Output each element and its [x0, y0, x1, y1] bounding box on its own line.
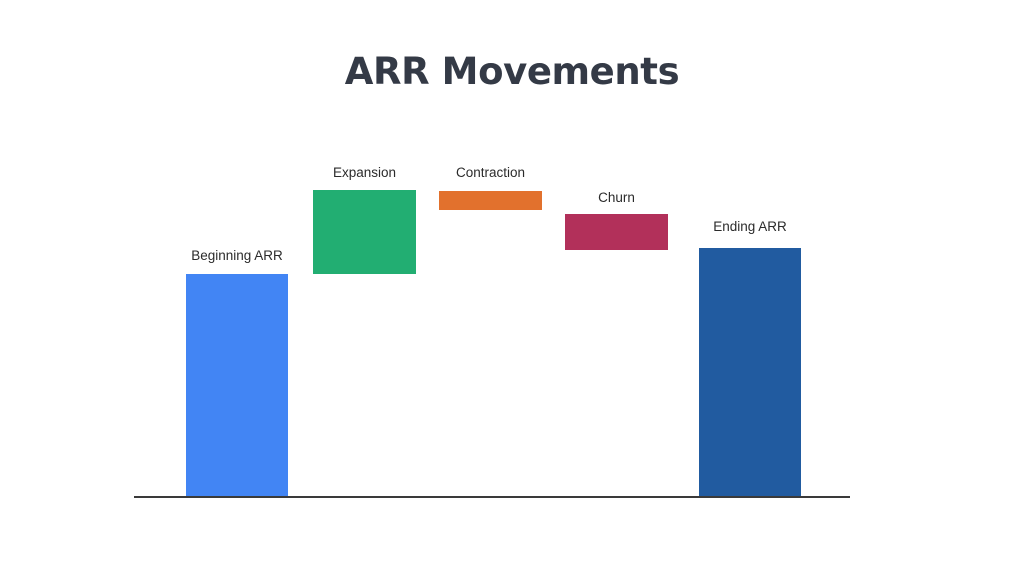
bar-label-churn: Churn [598, 190, 635, 205]
bar-label-contraction: Contraction [455, 165, 526, 180]
bar-label-beginning-arr: Beginning ARR [191, 248, 283, 263]
bar-expansion[interactable] [313, 190, 416, 274]
page-title: ARR Movements [344, 50, 680, 93]
bar-label-expansion: Expansion [332, 165, 397, 180]
axis-baseline [134, 496, 850, 498]
bar-beginning-arr[interactable] [186, 274, 288, 497]
bar-contraction[interactable] [439, 191, 542, 210]
bar-label-ending-arr: Ending ARR [713, 219, 787, 234]
bar-churn[interactable] [565, 214, 668, 250]
bar-ending-arr[interactable] [699, 248, 801, 497]
